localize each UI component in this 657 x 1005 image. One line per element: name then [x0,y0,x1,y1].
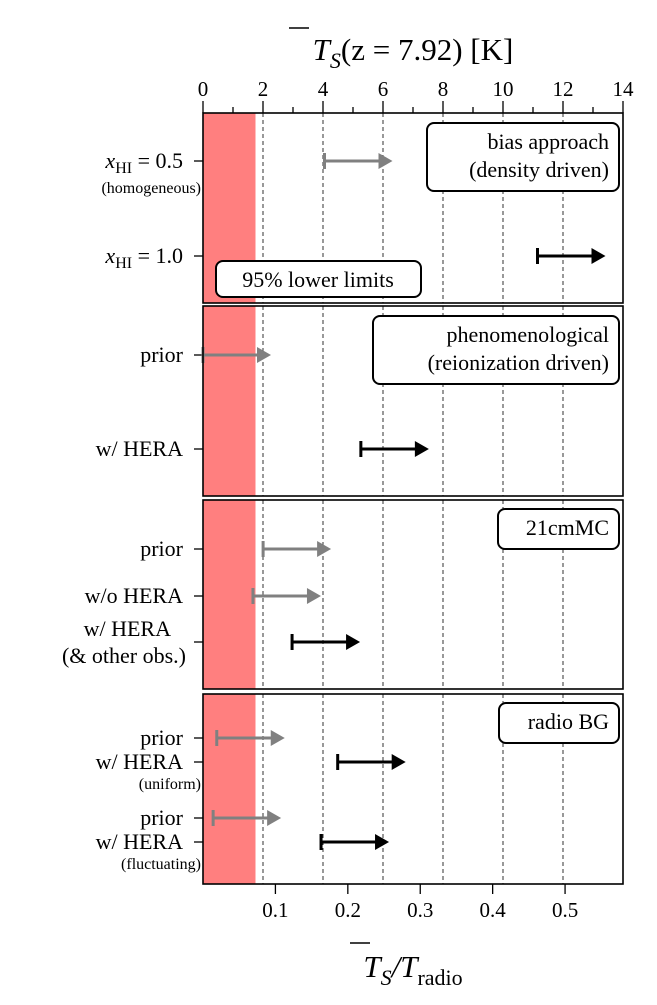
row-label: w/ HERA [96,829,184,854]
bottom-axis-title-sub2: radio [417,965,462,990]
panel-3: prior w/o HERA w/ HERA(& other obs.) 21cmMC [62,499,624,690]
limit-arrow-head [306,588,321,604]
top-axis-title-main: T [313,32,333,67]
panel-text-box [372,315,620,385]
bottom-axis-title-div: /T [390,949,421,984]
row-label: w/ HERA [96,436,184,461]
row-label: prior [140,725,183,750]
limit-arrow-head [391,754,406,770]
legend-note-text: 95% lower limits [242,267,394,292]
excluded-region [203,694,256,884]
panel-text-line: radio BG [528,709,609,734]
row-label: w/ HERA [84,616,172,641]
limit-arrow-head [375,834,390,850]
row-label-line2: (& other obs.) [62,643,186,668]
row-sublabel: (uniform) [139,776,201,793]
top-tick-label: 14 [613,77,635,101]
panel-text-line: 21cmMC [526,515,609,540]
top-axis-title: TS(z = 7.92) [K] [313,32,514,73]
row-sublabel: (fluctuating) [121,856,201,873]
excluded-region [203,500,256,689]
panel-text-box [498,702,620,744]
row-label: xHI = 1.0 [104,243,183,272]
panel-text-line: (reionization driven) [428,350,609,375]
panel-text-box [426,122,620,192]
bottom-tick-label: 0.4 [480,898,507,922]
panel-frame [202,499,624,690]
panel-text-line: phenomenological [446,322,609,347]
bottom-axis-title-sub: S [381,965,392,990]
bottom-tick-label: 0.2 [335,898,361,922]
bottom-axis-title-main: T [363,949,383,984]
limit-arrow-head [267,810,282,826]
limit-arrow-head [317,541,332,557]
row-label: w/o HERA [85,583,184,608]
bottom-axis: 0.1 0.2 0.3 0.4 0.5 [262,884,578,922]
panels: xHI = 0.5 (homogeneous) xHI = 1.0 bias appr… [62,112,624,885]
bottom-tick-label: 0.3 [407,898,433,922]
row-label: prior [140,805,183,830]
limit-arrow-head [414,441,429,457]
excluded-region [203,306,256,496]
top-tick-label: 8 [438,77,449,101]
top-tick-label: 6 [378,77,389,101]
limit-arrow-head [257,347,271,363]
panel-text-line: (density driven) [469,157,609,182]
panel-text-box [497,508,620,550]
top-tick-label: 10 [493,77,514,101]
top-tick-label: 0 [198,77,209,101]
panel-text-line: bias approach [487,129,609,154]
top-axis: 0 2 4 6 8 10 12 14 [198,77,634,113]
top-tick-label: 2 [258,77,269,101]
top-axis-title-rest: (z = 7.92) [K] [341,32,513,67]
panel-frame [202,305,624,497]
bottom-axis-title: TS/Tradio [363,949,462,990]
row-label: xHI = 0.5 [104,148,183,177]
top-axis-title-sub: S [330,48,341,73]
bottom-tick-label: 0.5 [552,898,578,922]
top-tick-label: 12 [553,77,574,101]
limit-arrow-head [270,730,285,746]
legend-note-box [215,260,422,298]
top-tick-label: 4 [318,77,329,101]
panel-2: prior w/ HERA phenomenological (reionizatio… [96,305,624,497]
row-label: prior [140,536,183,561]
row-label: prior [140,342,183,367]
bottom-tick-label: 0.1 [262,898,288,922]
panel-frame [202,693,624,885]
row-sublabel: (homogeneous) [101,180,201,197]
limit-arrow-head [346,634,361,650]
row-label: w/ HERA [96,749,184,774]
panel-1: xHI = 0.5 (homogeneous) xHI = 1.0 bias appr… [101,112,624,304]
limit-arrow-head [591,248,606,264]
limit-arrow-head [378,153,393,169]
